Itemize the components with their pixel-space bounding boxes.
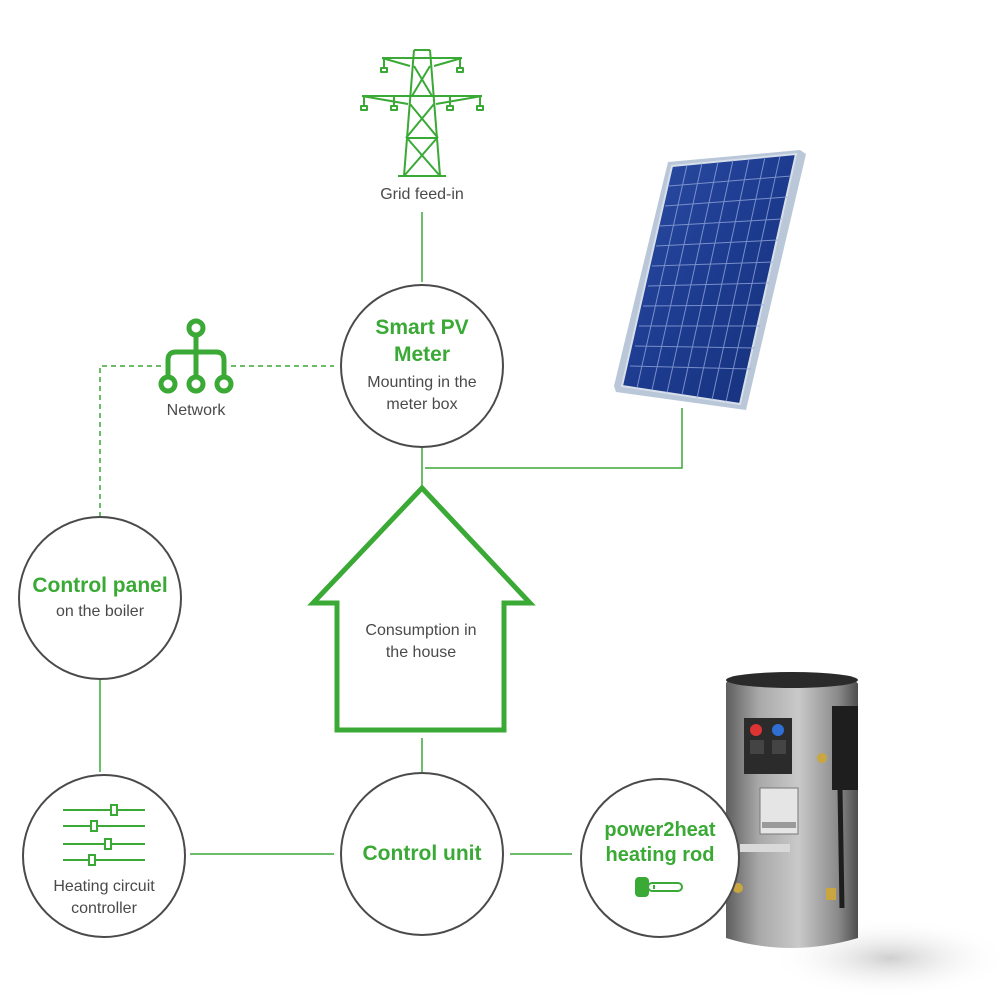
- house-outline: [307, 484, 536, 733]
- network-label: Network: [166, 402, 226, 419]
- power2heat-title: power2heat heating rod: [604, 819, 716, 866]
- power2heat-node: power2heat heating rod: [580, 778, 740, 938]
- boiler-tank-icon: [726, 672, 1000, 998]
- sliders-icon: [63, 804, 145, 866]
- smart-pv-meter-node: Smart PV Meter Mounting in the meter box: [340, 284, 504, 448]
- smart-pv-meter-subtitle: Mounting in the meter box: [367, 373, 477, 414]
- network-dashed-line: [99, 365, 334, 517]
- control-unit-title: Control unit: [362, 841, 482, 865]
- control-panel-title: Control panel: [32, 573, 168, 597]
- heating-circuit-controller-node: Heating circuit controller: [22, 774, 186, 938]
- control-panel-subtitle: on the boiler: [55, 602, 145, 620]
- grid-feed-in-label: Grid feed-in: [380, 186, 464, 203]
- power-tower-icon: [360, 49, 484, 177]
- network-icon: [158, 318, 234, 394]
- solar-panel-icon: [614, 150, 806, 410]
- control-unit-node: Control unit: [340, 772, 504, 936]
- heating-circuit-label: Heating circuit controller: [53, 878, 155, 918]
- smart-pv-meter-title: Smart PV Meter: [375, 316, 469, 366]
- heating-rod-icon: [635, 877, 683, 897]
- house-consumption-label: Consumption in the house: [365, 622, 477, 662]
- control-panel-node: Control panel on the boiler: [18, 516, 182, 680]
- solar-to-house-line: [425, 408, 683, 469]
